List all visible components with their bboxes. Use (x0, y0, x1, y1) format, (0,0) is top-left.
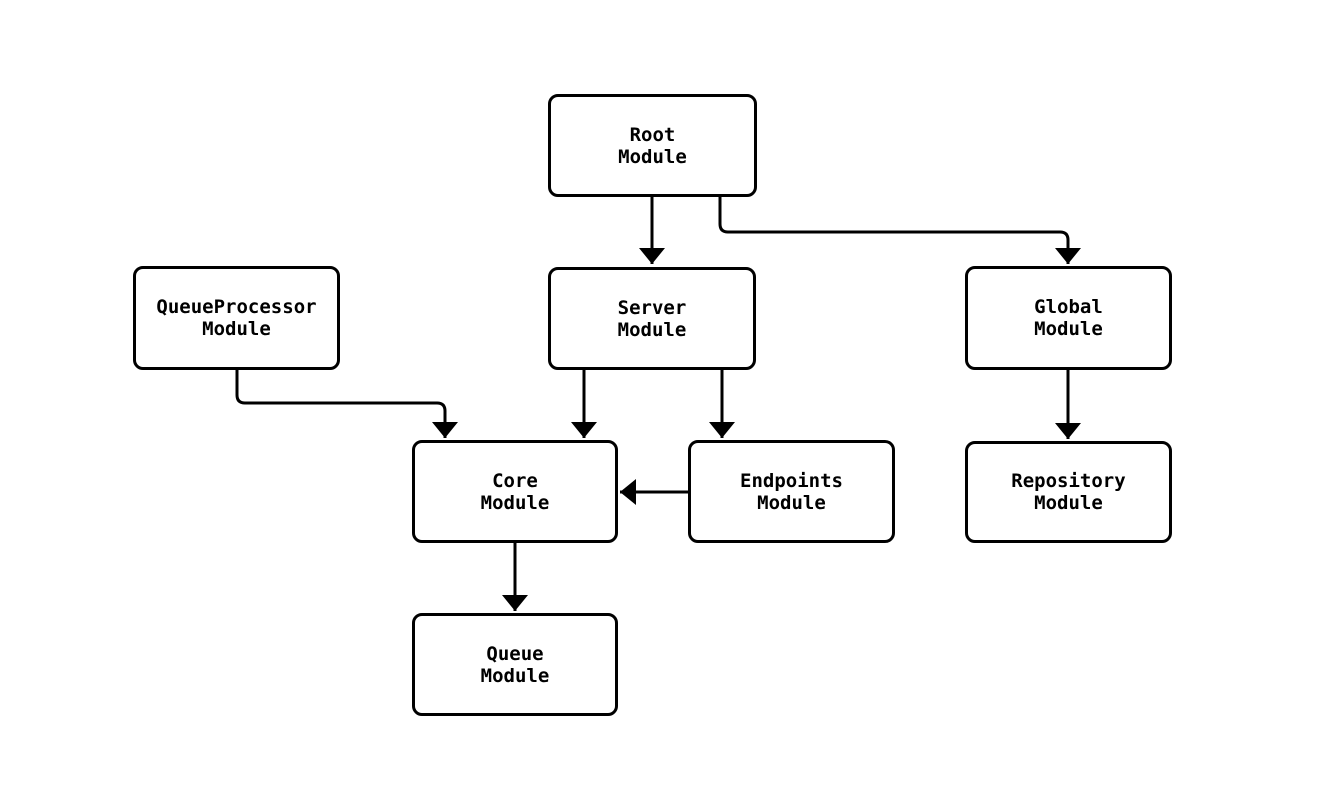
node-server-module: Server Module (548, 267, 756, 370)
node-label-line2: Module (618, 145, 687, 168)
node-label-line2: Module (1034, 318, 1103, 340)
node-label-line2: Module (202, 318, 271, 340)
node-repository-module: Repository Module (965, 441, 1172, 543)
node-label-line2: Module (480, 491, 550, 514)
edge-queueprocessor-to-core (235, 370, 458, 438)
node-global-module: Global Module (965, 266, 1172, 370)
node-label-line1: QueueProcessor (156, 296, 317, 318)
node-label-line2: Module (1034, 492, 1103, 514)
node-label-line1: Queue (486, 642, 544, 665)
node-label-line1: Endpoints (740, 469, 843, 492)
node-root-module: Root Module (548, 94, 757, 197)
node-queue-module: Queue Module (412, 613, 618, 716)
node-endpoints-module: Endpoints Module (688, 440, 895, 543)
node-label-line1: Core (492, 469, 538, 492)
node-label-line2: Module (757, 491, 826, 514)
node-queueprocessor-module: QueueProcessor Module (133, 266, 340, 370)
node-label-line2: Module (480, 664, 550, 687)
node-core-module: Core Module (412, 440, 618, 543)
node-label-line2: Module (617, 318, 687, 341)
node-label-line1: Server (617, 296, 687, 319)
node-label-line1: Global (1034, 296, 1103, 318)
edge-root-to-global (718, 197, 1081, 264)
node-label-line1: Repository (1011, 470, 1126, 492)
node-label-line1: Root (629, 123, 676, 146)
